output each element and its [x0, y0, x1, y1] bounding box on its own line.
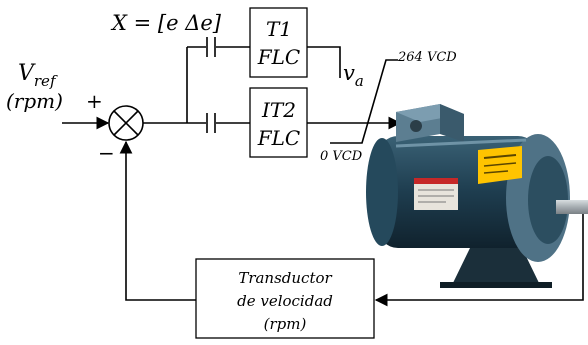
- dc-motor-image: [366, 104, 588, 288]
- summing-junction: [108, 105, 144, 141]
- t1-flc-block: [249, 7, 308, 78]
- voltage-low-label: 0 VCD: [320, 149, 363, 164]
- transducer-label-line1: Transductor: [238, 269, 332, 287]
- va-label: va: [343, 61, 364, 90]
- input-unit: (rpm): [6, 89, 63, 113]
- it2-label-line1: IT2: [261, 98, 296, 122]
- it2-flc-block: [249, 87, 308, 158]
- motor-base: [452, 248, 540, 285]
- voltage-limiter: [330, 59, 398, 144]
- transducer-label-line2: de velocidad: [237, 292, 333, 310]
- it2-label-line2: FLC: [257, 126, 300, 150]
- plus-sign: +: [86, 89, 103, 113]
- t1-label-line1: T1: [266, 17, 292, 41]
- motor-shaft: [556, 200, 588, 214]
- vector-label: X = [e Δe]: [110, 11, 222, 35]
- minus-sign: −: [98, 141, 115, 165]
- transducer-label-line3: (rpm): [264, 315, 307, 333]
- t1-capacitor-icon: [206, 37, 216, 57]
- t1-label-line2: FLC: [257, 45, 300, 69]
- input-label: Vref: [18, 61, 58, 90]
- feedback-return-line: [119, 140, 196, 301]
- it2-capacitor-icon: [206, 113, 216, 133]
- speed-feedback-line: [374, 214, 584, 307]
- speed-transducer-block: [195, 258, 375, 339]
- t1-output-line: [307, 46, 341, 78]
- voltage-high-label: 264 VCD: [397, 50, 457, 65]
